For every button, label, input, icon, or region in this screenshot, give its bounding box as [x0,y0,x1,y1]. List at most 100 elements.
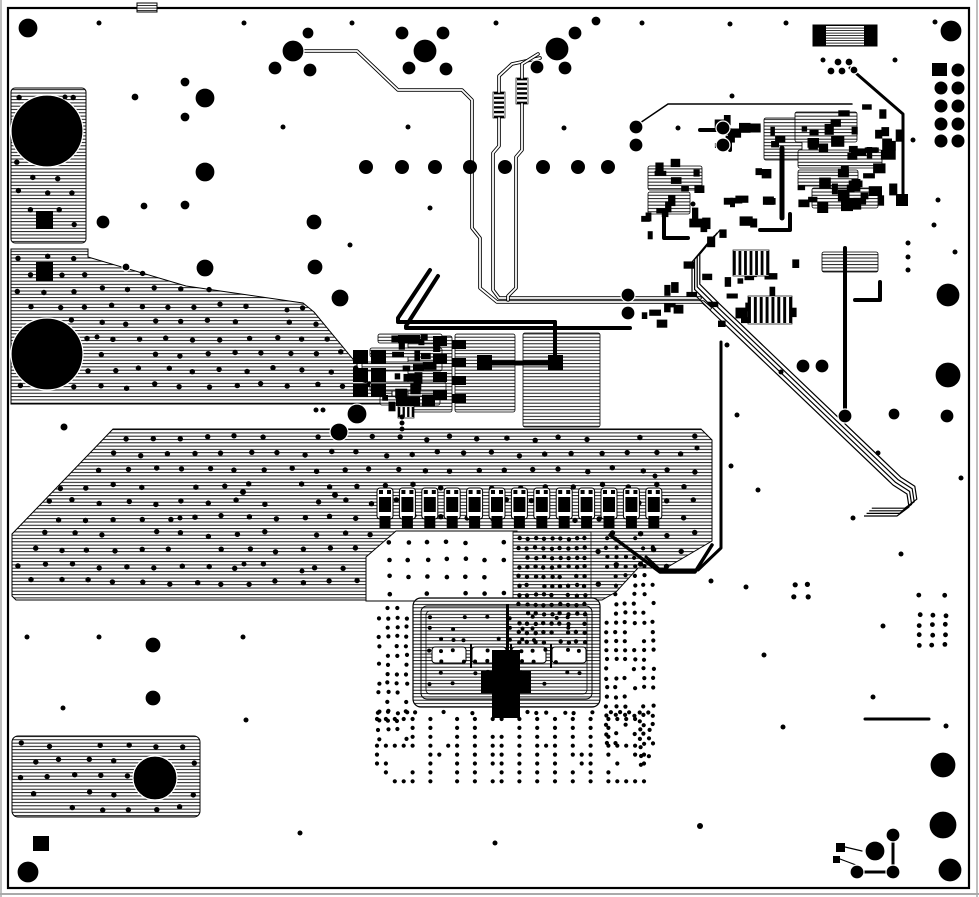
smd-pad [641,215,650,222]
via-dot [395,711,400,716]
glyph-dot [570,725,575,731]
glyph-dot [535,761,540,766]
drill-hole [412,38,438,64]
glyph-dot [410,743,415,748]
via-dot [555,434,561,440]
smd-pad [422,395,432,405]
via-dot [541,574,546,580]
via-dot [524,574,530,579]
via-dot [444,574,450,580]
via-dot [386,540,392,545]
component-pin [401,490,406,494]
smd-pad [837,189,850,202]
smd-pad [422,362,437,370]
pad-square [396,397,420,406]
glyph-dot [428,725,433,731]
via-dot [565,670,570,675]
via-dot [154,528,160,535]
via-dot [641,639,647,644]
via-dot [558,536,563,541]
drill-hole [715,137,731,153]
via-dot [98,383,104,389]
via-dot [206,563,212,570]
via-dot [394,672,399,677]
via-dot [582,640,588,645]
via-dot [273,516,280,522]
smd-pad [670,177,682,184]
drill-hole [194,87,216,109]
glyph-dot [490,743,495,748]
component-pin [588,490,593,494]
via-dot [302,515,309,521]
smd-pad [391,335,400,343]
smd-pad [737,278,744,284]
via-dot [582,621,587,626]
glyph-dot [383,770,388,775]
component-pin [558,490,563,494]
glyph-dot [472,743,477,748]
glyph-dot [615,779,620,784]
via-dot [618,710,623,715]
via-dot [542,451,548,457]
via-dot [232,319,239,325]
via-dot [613,574,618,579]
glyph-dot [552,734,558,739]
component-footprint [443,487,461,528]
via-dot [46,743,53,750]
module-tick [470,644,472,668]
smd-pad [413,364,424,371]
via-pad [359,160,373,174]
via-dot [153,501,159,508]
via-dot [622,639,627,644]
via-dot [258,350,264,356]
component-pin [379,490,383,494]
smd-pad [702,217,711,230]
smd-pad [739,122,751,133]
via-dot [326,484,333,490]
via-dot [395,726,400,732]
via-dot [524,630,530,636]
component-body [625,497,638,512]
component-pin [431,490,436,494]
via-dot [28,576,34,583]
via-dot [217,450,224,456]
via-dot [613,685,618,690]
via-dot [517,593,522,598]
via-dot [233,497,239,503]
smd-pad [664,302,676,308]
via-dot [179,563,185,569]
via-dot [473,659,478,664]
glyph-dot [570,734,575,739]
smd-pad [664,284,671,296]
component-pin [491,490,495,494]
via-dot [30,791,37,797]
via-dot [624,449,630,456]
via-dot [501,557,507,563]
via-dot [343,497,349,503]
glyph-dot [517,770,522,775]
via-dot [520,626,525,631]
ladder-bar [517,87,527,90]
ladder-bar [777,297,781,323]
via-dot [168,516,174,523]
via-dot [15,563,21,569]
via-dot [60,423,68,431]
via-dot [461,638,466,643]
smd-pad [420,334,428,341]
striped-ic-footprint [812,24,878,47]
glyph-dot [490,716,495,722]
via-dot [315,381,321,387]
drill-hole [144,689,162,707]
smd-pad [881,127,890,137]
via-dot [463,574,468,580]
module-tick [550,644,552,668]
via-dot [632,648,637,653]
smd-pad [761,169,772,179]
via-dot [530,466,536,473]
via-dot [123,385,130,391]
component-pad [424,516,436,528]
thick-trace [608,533,714,574]
via-dot [905,240,911,246]
via-dot [541,630,546,635]
pad-square [452,376,466,385]
